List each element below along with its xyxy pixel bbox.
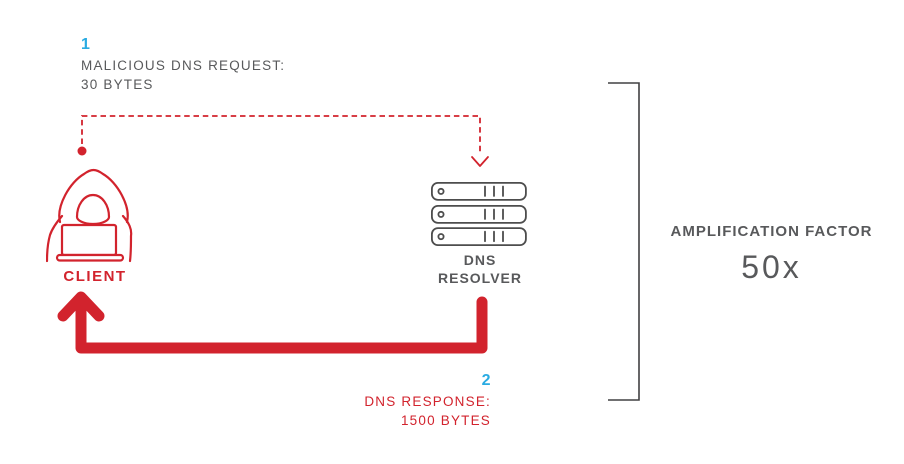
request-arrow <box>77 115 489 167</box>
request-arrow-origin-dot <box>77 146 87 156</box>
hacker-laptop-icon <box>46 168 133 263</box>
step2-number: 2 <box>481 372 491 389</box>
laptop-screen <box>60 223 118 257</box>
response-arrow-path <box>75 296 488 354</box>
response-arrowhead-icon <box>57 291 105 322</box>
server-unit-3 <box>431 227 527 246</box>
request-arrowhead-icon <box>471 156 489 167</box>
resolver-label: DNS RESOLVER <box>417 251 543 287</box>
step1-number: 1 <box>81 36 91 53</box>
amplification-bracket <box>608 82 640 401</box>
step2-annotation: 2 DNS RESPONSE: 1500 BYTES <box>364 372 491 430</box>
laptop-base <box>55 253 125 262</box>
amplification-factor: AMPLIFICATION FACTOR 50x <box>640 223 903 285</box>
resolver-label-line1: DNS <box>463 252 497 268</box>
amplification-factor-value: 50x <box>741 249 802 285</box>
step1-label-line1: MALICIOUS DNS REQUEST: <box>81 58 286 73</box>
resolver-label-line2: RESOLVER <box>438 270 522 286</box>
server-stack-icon <box>431 182 527 246</box>
client-label: CLIENT <box>63 268 127 285</box>
request-arrow-path <box>81 115 481 155</box>
step1-annotation: 1 MALICIOUS DNS REQUEST: 30 BYTES <box>81 36 285 94</box>
step2-label-line1: DNS RESPONSE: <box>364 394 491 409</box>
step1-label-line2: 30 BYTES <box>81 76 154 92</box>
step2-label-line2: 1500 BYTES <box>400 412 491 428</box>
hacker-hood <box>58 168 129 224</box>
server-unit-2 <box>431 205 527 224</box>
hacker-face <box>75 193 111 226</box>
response-arrow <box>57 291 488 354</box>
server-unit-1 <box>431 182 527 201</box>
hacker-left-arm <box>46 214 64 263</box>
amplification-factor-label: AMPLIFICATION FACTOR <box>670 223 873 240</box>
